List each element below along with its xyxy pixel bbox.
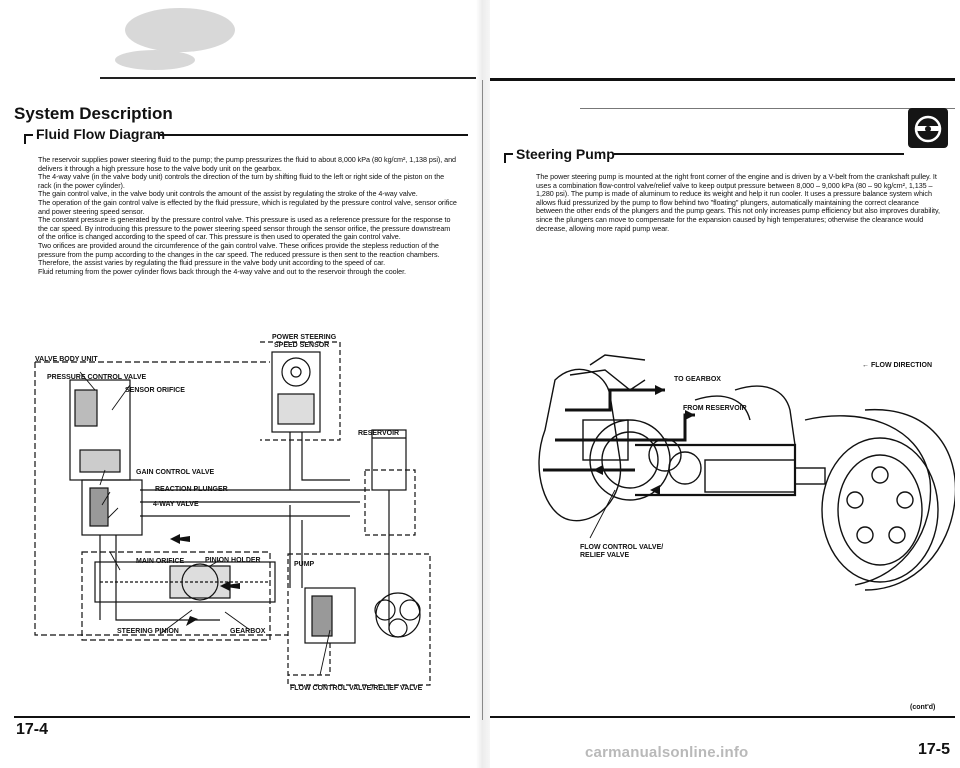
steering-wheel-icon [908, 108, 948, 148]
fluid-flow-diagram-title: Fluid Flow Diagram [36, 126, 166, 142]
paragraph: The reservoir supplies power steering fl… [38, 155, 456, 173]
paragraph: The operation of the gain control valve … [38, 197, 457, 216]
four-way-valve-label: 4-WAY VALVE [153, 501, 199, 508]
steering-pump-title-rule [614, 153, 904, 155]
paragraph: The gain control valve, in the valve bod… [38, 189, 418, 199]
continued-label: (cont'd) [910, 704, 936, 711]
pinion-holder-label: PINION HOLDER [205, 557, 261, 564]
flow-direction-arrow-icon: ← [862, 362, 869, 369]
paragraph: The power steering pump is mounted at th… [536, 172, 940, 233]
power-steering-speed-sensor-label: POWER STEERING [272, 334, 337, 341]
gearbox-label: GEARBOX [230, 628, 266, 635]
steering-pump-title: Steering Pump [516, 146, 615, 162]
flow-control-valve-label: FLOW CONTROL VALVE/ [580, 544, 664, 551]
fluid-flow-diagram [34, 341, 431, 686]
reservoir-label: RESERVOIR [358, 430, 400, 437]
top-thin-rule [580, 108, 955, 109]
page-number-right: 17-5 [918, 741, 951, 758]
page-number-left: 17-4 [16, 721, 49, 738]
page-gutter [476, 0, 490, 768]
relief-valve-label: RELIEF VALVE [580, 552, 630, 559]
left-bottom-rule [14, 716, 470, 718]
steering-pump-bracket-left [504, 153, 506, 163]
section-title: System Description [14, 104, 173, 123]
main-orifice-label: MAIN ORIFICE [136, 558, 185, 565]
pressure-control-valve-label: PRESSURE CONTROL VALVE [47, 374, 147, 381]
paragraph: Fluid returning from the power cylinder … [38, 266, 406, 276]
power-steering-speed-sensor-label: SPEED SENSOR [274, 342, 330, 349]
paragraph: Two orifices are provided around the cir… [38, 240, 440, 259]
steering-pinion-label: STEERING PINION [117, 628, 179, 635]
paragraph: The constant pressure is generated by th… [38, 215, 451, 242]
fluid-flow-bracket-top [24, 134, 33, 136]
gutter-line [482, 80, 483, 720]
pump-label: PUMP [294, 561, 315, 568]
fluid-flow-title-rule [160, 134, 468, 136]
flow-direction-text: FLOW DIRECTION [870, 362, 933, 369]
steering-pump-description: The power steering pump is mounted at th… [536, 172, 946, 233]
top-scan-artifact [100, 8, 480, 79]
watermark: carmanualsonline.info [585, 744, 749, 761]
right-bottom-rule [490, 716, 955, 718]
gain-control-valve-label: GAIN CONTROL VALVE [136, 469, 215, 476]
sensor-orifice-label: SENSOR ORIFICE [125, 387, 185, 394]
paragraph: The 4-way valve (in the valve body unit)… [38, 172, 445, 190]
from-reservoir-label: FROM RESERVOIR [683, 405, 747, 412]
reaction-plunger-label: REACTION PLUNGER [155, 486, 228, 493]
to-gearbox-label: TO GEARBOX [674, 376, 721, 383]
left-page: System Description Fluid Flow Diagram Th… [0, 0, 480, 768]
flow-control-relief-valve-label: FLOW CONTROL VALVE/RELIEF VALVE [290, 685, 423, 692]
top-rule [490, 78, 955, 81]
fluid-flow-bracket-left [24, 134, 26, 144]
valve-body-unit-label: VALVE BODY UNIT [35, 356, 98, 363]
paragraph: Therefore, the assist varies by regulati… [38, 258, 386, 268]
steering-pump-illustration [538, 354, 955, 591]
fluid-flow-description: The reservoir supplies power steering fl… [38, 155, 458, 276]
steering-pump-bracket-top [504, 153, 513, 155]
flow-direction-label: ← FLOW DIRECTION [862, 362, 932, 369]
right-page: Steering Pump The power steering pump is… [490, 0, 960, 768]
